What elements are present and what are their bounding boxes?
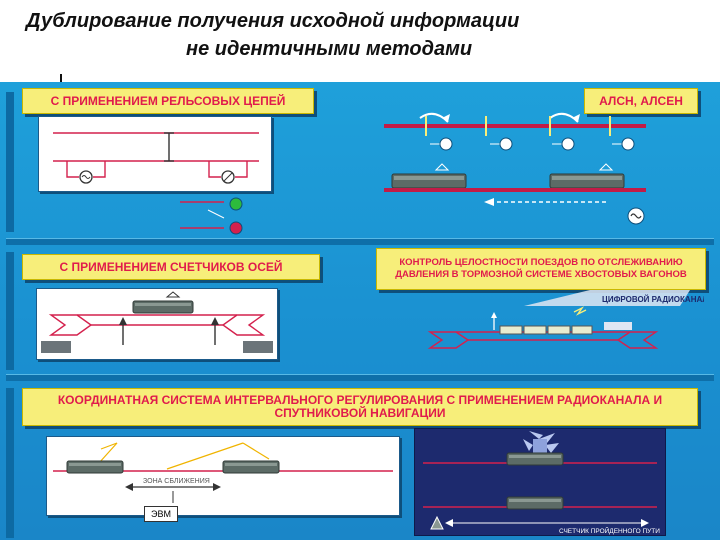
label-rail-circuits: С ПРИМЕНЕНИЕМ РЕЛЬСОВЫХ ЦЕПЕЙ — [22, 88, 314, 114]
row-divider — [6, 238, 714, 245]
approach-zone-panel: ЗОНА СБЛИЖЕНИЯ — [46, 436, 400, 516]
green-light-icon — [229, 197, 243, 211]
title-line-2: не идентичными методами — [186, 38, 473, 60]
approach-zone-schematic: ЗОНА СБЛИЖЕНИЯ — [53, 442, 393, 503]
rail-circuit-panel — [38, 116, 272, 192]
signal-lights — [180, 197, 243, 235]
locomotive-icon — [391, 163, 467, 189]
diagram-stage: С ПРИМЕНЕНИЕМ РЕЛЬСОВЫХ ЦЕПЕЙ АЛСН, АЛСЕ… — [0, 82, 720, 540]
alsn-schematic — [384, 112, 646, 225]
train-wagons-icon — [499, 325, 593, 335]
evm-box: ЭВМ — [144, 506, 178, 522]
title-tick-mark — [60, 74, 62, 82]
label-train-integrity: КОНТРОЛЬ ЦЕЛОСТНОСТИ ПОЕЗДОВ ПО ОТСЛЕЖИВ… — [376, 248, 706, 290]
digital-radio-label: ЦИФРОВОЙ РАДИОКАНАЛ — [602, 295, 704, 304]
rail-circuit-schematic — [53, 132, 259, 184]
axle-sensor-icon — [41, 341, 71, 353]
locomotive-icon — [222, 460, 280, 474]
locomotive-icon — [506, 496, 564, 510]
left-stripe — [6, 388, 14, 538]
signal-icons — [430, 137, 635, 151]
locomotive-icon — [549, 163, 625, 189]
ac-source-icon — [79, 170, 93, 184]
satellite-schematic: СЧЕТЧИК ПРОЙДЕННОГО ПУТИ — [423, 431, 660, 535]
title-line-1: Дублирование получения исходной информац… — [26, 10, 520, 32]
label-alsn: АЛСН, АЛСЕН — [584, 88, 698, 114]
locomotive-icon — [506, 452, 564, 466]
landmark-icon — [430, 515, 444, 530]
approach-zone-label: ЗОНА СБЛИЖЕНИЯ — [143, 478, 210, 485]
label-axle-counters: С ПРИМЕНЕНИЕМ СЧЕТЧИКОВ ОСЕЙ — [22, 254, 320, 280]
path-count-label: СЧЕТЧИК ПРОЙДЕННОГО ПУТИ — [559, 526, 660, 535]
slide-title: Дублирование получения исходной информац… — [0, 0, 720, 82]
relay-icon — [221, 170, 235, 184]
left-stripe — [6, 252, 14, 370]
satellite-icon — [523, 431, 559, 453]
row-divider — [6, 374, 714, 381]
left-stripe — [6, 92, 14, 232]
label-coordinate-system: КООРДИНАТНАЯ СИСТЕМА ИНТЕРВАЛЬНОГО РЕГУЛ… — [22, 388, 698, 426]
train-integrity-schematic: ЦИФРОВОЙ РАДИОКАНАЛ — [427, 290, 708, 349]
axle-sensor-icon — [243, 341, 273, 353]
locomotive-icon — [66, 460, 124, 474]
red-light-icon — [229, 221, 243, 235]
train-integrity-panel: ЦИФРОВОЙ РАДИОКАНАЛ — [376, 288, 708, 358]
locomotive-icon — [132, 291, 194, 314]
satellite-panel: СЧЕТЧИК ПРОЙДЕННОГО ПУТИ — [414, 428, 666, 536]
axle-counter-schematic — [41, 291, 273, 353]
axle-counter-panel — [36, 288, 278, 360]
